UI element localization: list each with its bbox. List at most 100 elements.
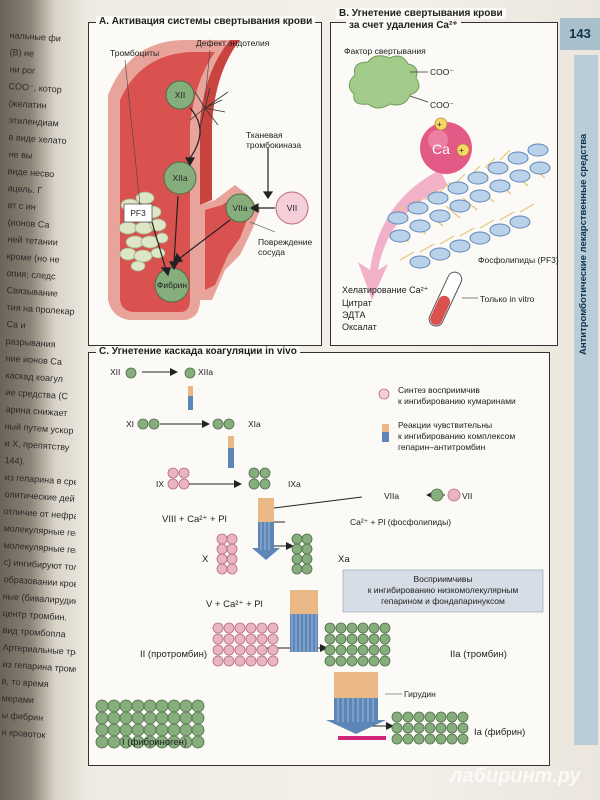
molecule-ia — [424, 711, 436, 723]
node-xii — [165, 80, 195, 110]
legend-heparin-2: к ингибированию комплексом — [398, 431, 516, 441]
molecule-ixa — [259, 478, 271, 490]
molecule-vii — [447, 488, 461, 502]
molecule-i — [155, 711, 169, 725]
molecule-ia — [391, 733, 403, 745]
molecule-ia — [413, 711, 425, 723]
molecule-ii — [234, 644, 246, 656]
test-tube-icon — [428, 271, 463, 327]
molecule-ii — [234, 655, 246, 667]
molecule-xiia — [184, 367, 196, 379]
molecule-viia — [430, 488, 444, 502]
molecule-iia — [379, 655, 391, 667]
legend-lmwh-2: к ингибированию низкомолекулярным — [367, 585, 519, 595]
legend-heparin-1: Реакции чувствительны — [398, 420, 493, 430]
molecule-iia — [346, 633, 358, 645]
node-fibrin-label: Фибрин — [156, 280, 188, 290]
molecule-i — [119, 711, 133, 725]
molecule-iia — [324, 655, 336, 667]
factor-ix: IX — [156, 479, 165, 489]
panel-c — [88, 352, 550, 766]
molecule-ixa — [259, 467, 271, 479]
factor-viia: VIIa — [384, 491, 400, 501]
molecule-ia — [413, 733, 425, 745]
molecule-ii — [223, 633, 235, 645]
molecule-i — [131, 723, 145, 737]
molecule-iia — [324, 633, 336, 645]
label-phospholipids: Фосфолипиды (PF3) — [478, 255, 559, 265]
molecule-x — [226, 553, 238, 565]
molecule-ia — [402, 722, 414, 734]
label-tissue-thromboplastin-2: тромбокиназа — [246, 140, 302, 150]
molecule-i — [191, 723, 205, 737]
molecule-i — [191, 699, 205, 713]
molecule-ix — [178, 467, 190, 479]
molecule-iia — [335, 622, 347, 634]
molecule-ii — [245, 644, 257, 656]
label-plus-1: + — [437, 119, 442, 129]
molecule-ia — [402, 711, 414, 723]
label-vessel-damage-2: сосуда — [258, 247, 285, 257]
molecule-xa — [301, 563, 313, 575]
label-vessel-damage-1: Повреждение — [258, 237, 313, 247]
panel-a-title: A. Активация системы свертывания крови — [96, 16, 316, 27]
factor-vii: VII — [462, 491, 473, 501]
label-in-vitro: Только in vitro — [480, 294, 535, 304]
factor-ia: Ia (фибрин) — [474, 727, 526, 738]
molecule-ii — [245, 633, 257, 645]
molecule-x — [216, 543, 228, 555]
molecule-xi — [137, 418, 149, 430]
factor-xiia: XIIa — [198, 367, 214, 377]
molecule-ia — [424, 733, 436, 745]
molecule-xa — [291, 553, 303, 565]
molecule-ii — [212, 655, 224, 667]
molecule-i — [95, 711, 109, 725]
node-viia-label: VIIa — [232, 203, 248, 213]
molecule-i — [179, 723, 193, 737]
molecule-i — [95, 699, 109, 713]
molecule-ia — [435, 711, 447, 723]
molecule-ia — [457, 711, 469, 723]
factor-ixa: IXa — [288, 479, 301, 489]
label-oxalate: Оксалат — [342, 322, 377, 332]
factor-viii-eq: VIII + Ca²⁺ + Pl — [162, 514, 227, 525]
pink-arrow — [358, 170, 448, 300]
molecule-ia — [413, 722, 425, 734]
molecule-ii — [234, 622, 246, 634]
molecule-xa — [291, 563, 303, 575]
molecule-iia — [346, 622, 358, 634]
molecule-iia — [335, 644, 347, 656]
hirudin-bar — [338, 736, 386, 740]
molecule-i — [143, 723, 157, 737]
molecule-iia — [324, 644, 336, 656]
factor-xi: XI — [126, 419, 135, 429]
node-fibrin — [154, 267, 190, 303]
molecule-ii — [245, 622, 257, 634]
molecule-ix — [167, 467, 179, 479]
panel-c-title: C. Угнетение каскада коагуляции in vivo — [96, 346, 300, 357]
molecule-i — [155, 699, 169, 713]
molecule-ixa — [248, 467, 260, 479]
molecule-x — [226, 543, 238, 555]
molecule-i — [119, 723, 133, 737]
molecule-ia — [446, 722, 458, 734]
molecule-i — [143, 711, 157, 725]
factor-molecule-grids — [95, 367, 469, 749]
molecule-x — [226, 533, 238, 545]
pf3-label: PF3 — [130, 208, 146, 218]
molecule-ix — [178, 478, 190, 490]
molecule-iia — [368, 622, 380, 634]
molecule-iia — [368, 633, 380, 645]
node-xii-label: XII — [174, 90, 186, 100]
molecule-ii — [234, 633, 246, 645]
molecule-xii — [125, 367, 137, 379]
molecule-iia — [357, 655, 369, 667]
legend-heparin-3: гепарин–антитромбин — [398, 442, 486, 452]
molecule-xa — [291, 543, 303, 555]
molecule-iia — [346, 644, 358, 656]
molecule-i — [107, 699, 121, 713]
molecule-i — [179, 711, 193, 725]
factor-xia: XIa — [248, 419, 261, 429]
